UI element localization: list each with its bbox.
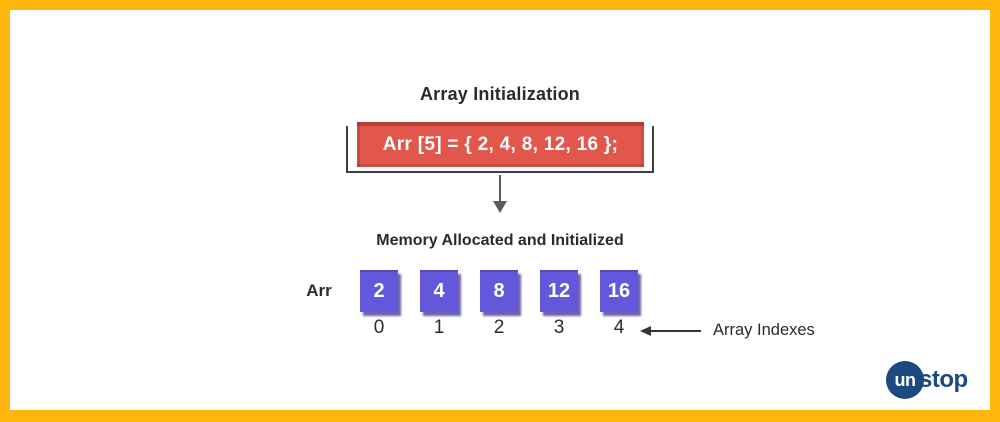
array-cell: 16 xyxy=(600,270,638,312)
arrow-left-line xyxy=(650,330,701,332)
array-cell: 12 xyxy=(540,270,578,312)
array-cell: 8 xyxy=(480,270,518,312)
index-label: 0 xyxy=(373,317,385,338)
index-label: 2 xyxy=(493,317,505,338)
index-label: 4 xyxy=(613,317,625,338)
array-name-label: Arr xyxy=(306,281,332,300)
arrow-down-icon xyxy=(493,201,507,213)
code-box-bracket xyxy=(346,126,654,173)
memory-allocated-label: Memory Allocated and Initialized xyxy=(376,232,624,249)
array-cell: 4 xyxy=(420,270,458,312)
code-text: Arr [5] = { 2, 4, 8, 12, 16 }; xyxy=(382,133,619,155)
index-label: 1 xyxy=(433,317,445,338)
array-index-row: 0 1 2 3 4 xyxy=(360,317,638,339)
unstop-logo: un stop xyxy=(886,361,968,399)
array-cell: 2 xyxy=(360,270,398,312)
array-indexes-label: Array Indexes xyxy=(713,321,815,339)
code-box: Arr [5] = { 2, 4, 8, 12, 16 }; xyxy=(357,122,644,167)
unstop-logo-text: stop xyxy=(919,366,968,393)
arrow-down-line xyxy=(499,175,501,202)
array-cells-row: 2 4 8 12 16 xyxy=(360,270,638,312)
page-title: Array Initialization xyxy=(419,84,581,104)
unstop-logo-circle: un xyxy=(886,361,924,399)
arrow-left-icon xyxy=(640,326,651,336)
index-label: 3 xyxy=(553,317,565,338)
